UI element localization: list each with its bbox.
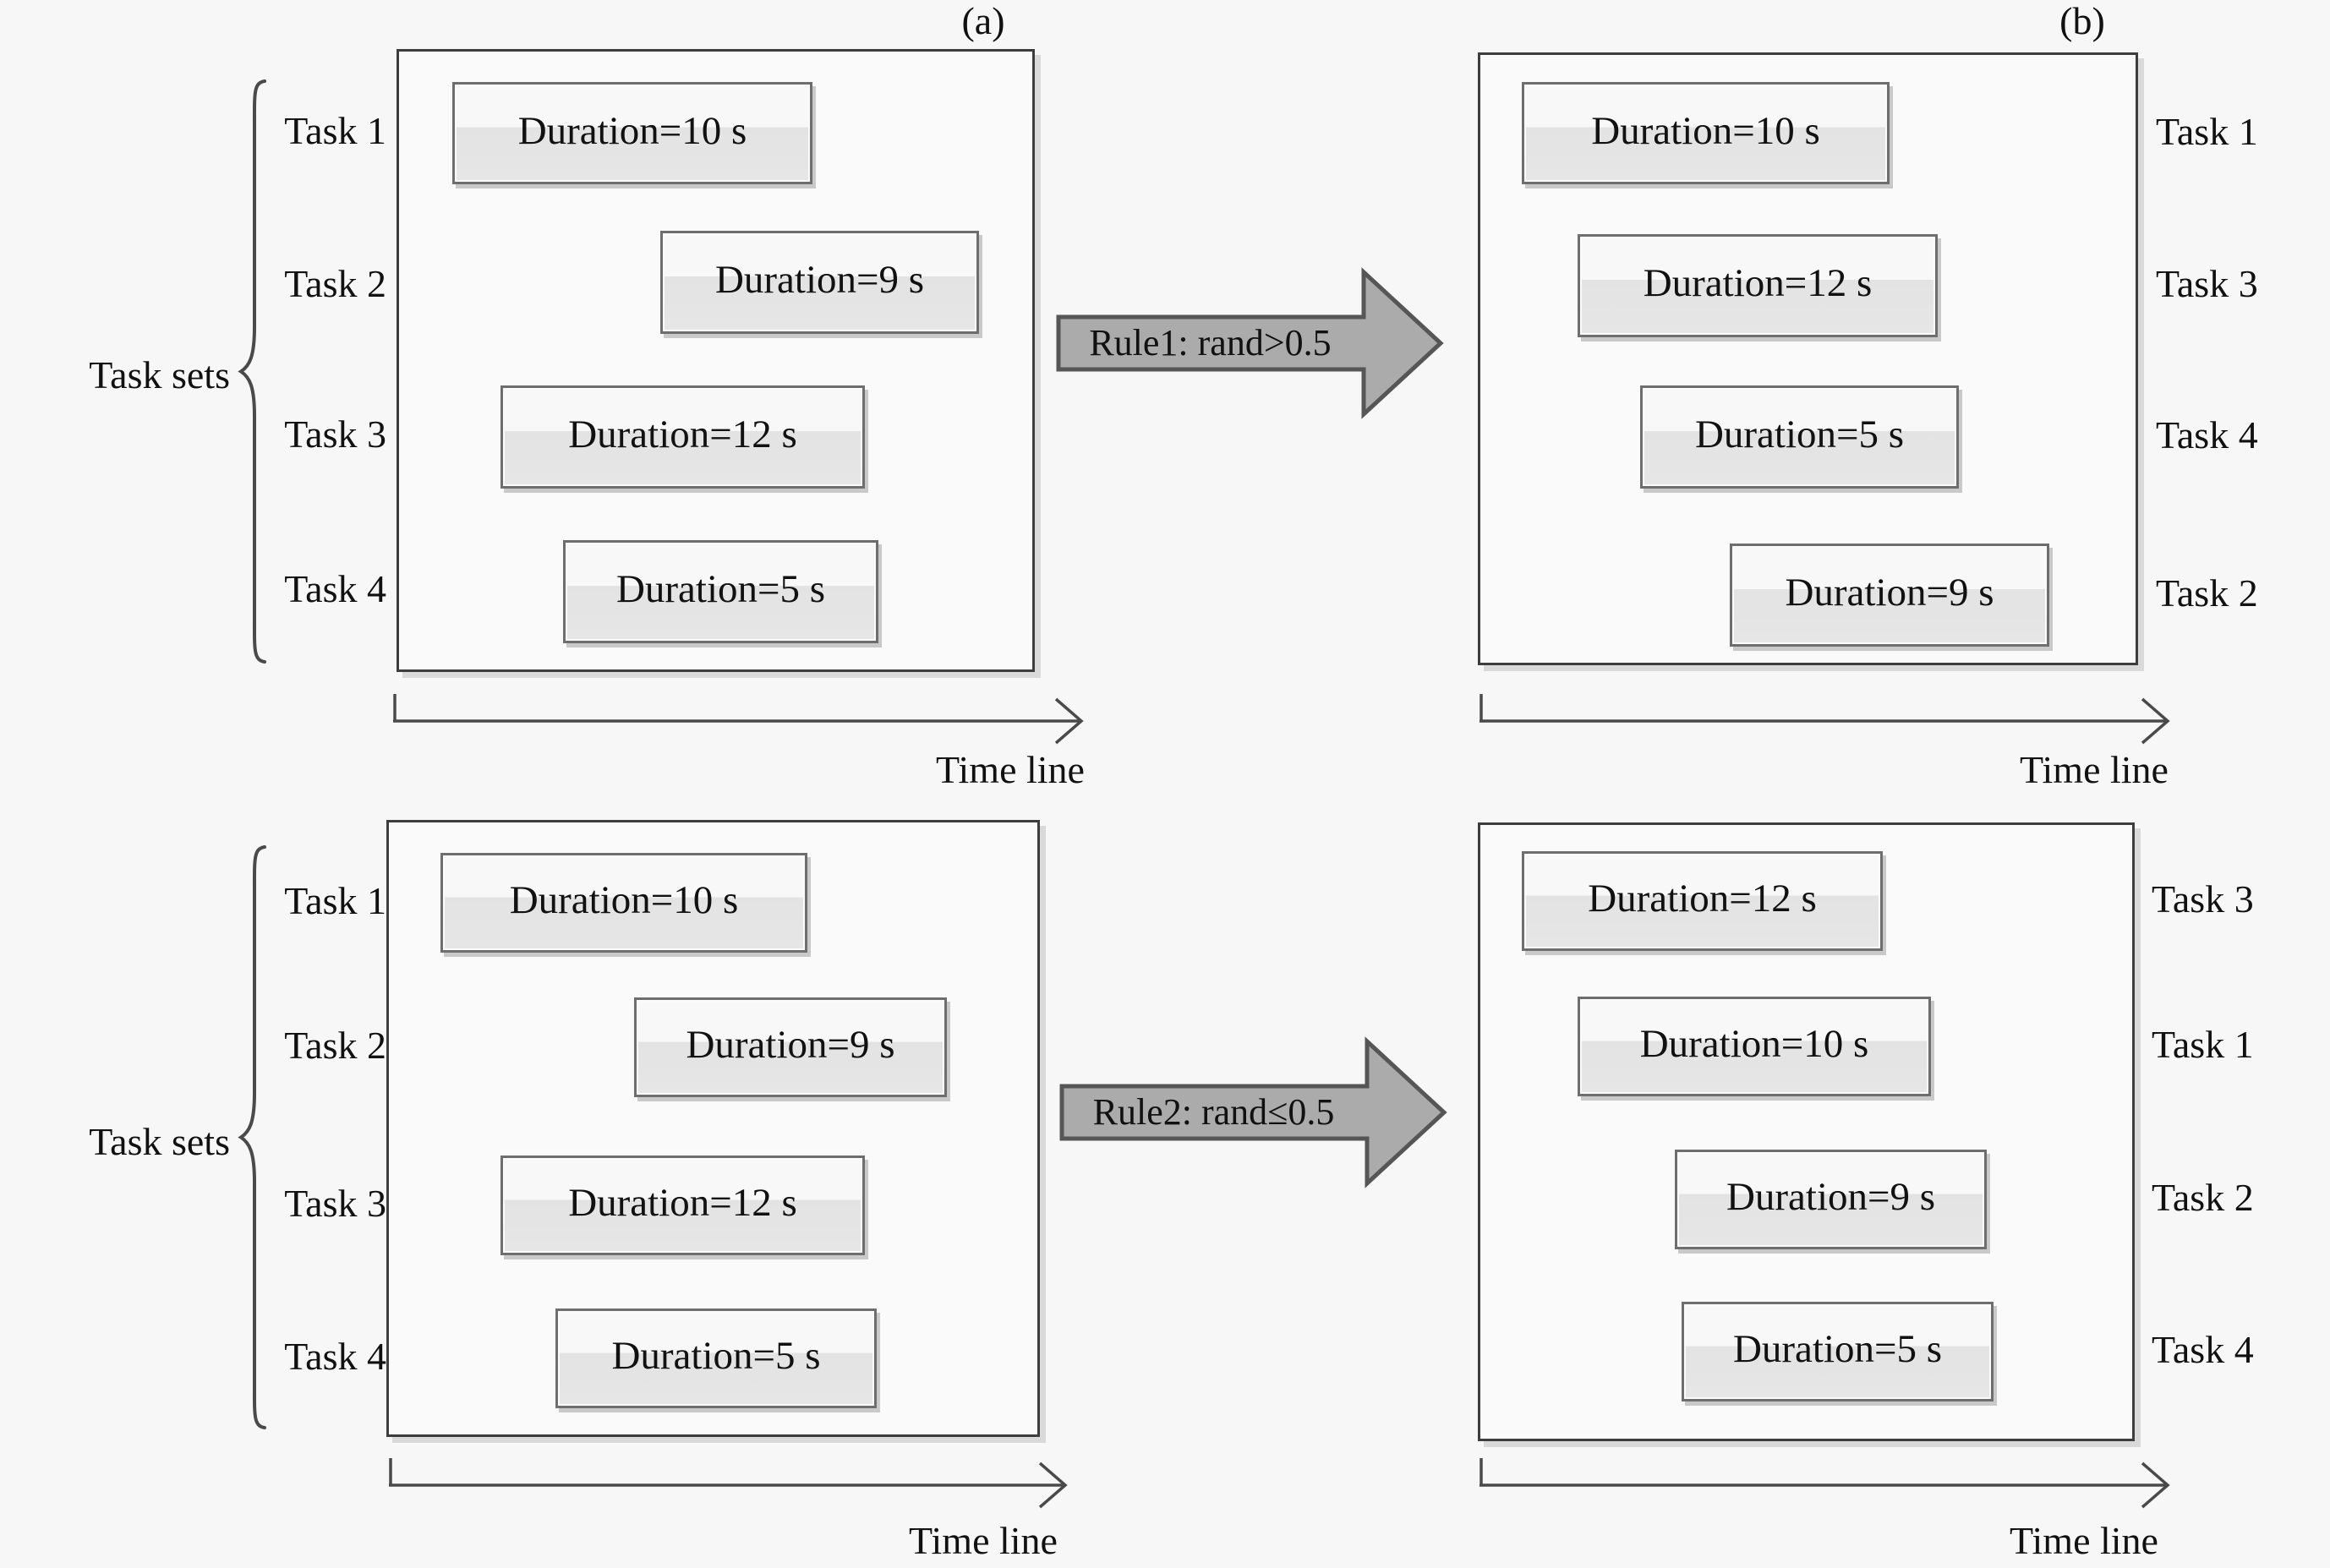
panel-label-a: (a) xyxy=(961,0,1005,42)
panel-label-b: (b) xyxy=(2059,0,2105,42)
duration-box: Duration=12 s xyxy=(1522,851,1883,951)
duration-box: Duration=5 s xyxy=(563,540,878,643)
task-label: Task 2 xyxy=(2156,571,2258,615)
rule1-label: Rule1: rand>0.5 xyxy=(1089,322,1332,363)
task-label: Task 3 xyxy=(284,1182,386,1225)
duration-box: Duration=9 s xyxy=(660,231,979,334)
task-label: Task 2 xyxy=(284,262,386,305)
duration-box: Duration=10 s xyxy=(1522,82,1890,184)
task-sets-label-top: Task sets xyxy=(89,353,230,396)
timeline-label-top-right: Time line xyxy=(2020,748,2169,791)
task-sets-label-bottom: Task sets xyxy=(89,1120,230,1163)
brace-top xyxy=(238,79,266,664)
timeline-label-bottom-right: Time line xyxy=(2010,1519,2158,1562)
timeline-axis-bottom-left xyxy=(389,1458,1068,1509)
duration-box: Duration=5 s xyxy=(1640,385,1959,489)
duration-box: Duration=9 s xyxy=(1675,1150,1987,1249)
task-label: Task 4 xyxy=(284,567,386,610)
task-label: Task 1 xyxy=(284,109,386,152)
duration-box: Duration=5 s xyxy=(555,1308,877,1408)
task-panel-top-right: Duration=10 s Duration=12 s Duration=5 s… xyxy=(1478,52,2138,665)
rule1-arrow xyxy=(1056,267,1444,419)
task-label: Task 4 xyxy=(2156,413,2258,456)
timeline-axis-top-right xyxy=(1479,694,2170,745)
task-label: Task 1 xyxy=(2152,1023,2254,1066)
duration-box: Duration=9 s xyxy=(1730,544,2049,647)
task-label: Task 1 xyxy=(2156,110,2258,153)
task-label: Task 3 xyxy=(284,412,386,456)
duration-box: Duration=10 s xyxy=(1578,997,1931,1096)
timeline-axis-top-left xyxy=(393,694,1084,745)
timeline-axis-bottom-right xyxy=(1479,1458,2170,1509)
timeline-label-top-left: Time line xyxy=(936,748,1085,791)
timeline-label-bottom-left: Time line xyxy=(909,1519,1058,1562)
task-label: Task 3 xyxy=(2156,262,2258,305)
task-panel-bottom-right: Duration=12 s Duration=10 s Duration=9 s… xyxy=(1478,822,2135,1441)
task-label: Task 4 xyxy=(2152,1328,2254,1371)
task-label: Task 4 xyxy=(284,1335,386,1378)
rule2-arrow xyxy=(1059,1036,1447,1188)
task-label: Task 1 xyxy=(284,879,386,922)
task-label: Task 3 xyxy=(2152,877,2254,921)
duration-box: Duration=10 s xyxy=(440,853,807,953)
task-panel-top-left: Duration=10 s Duration=9 s Duration=12 s… xyxy=(397,49,1035,672)
task-label: Task 2 xyxy=(2152,1176,2254,1219)
task-label: Task 2 xyxy=(284,1024,386,1067)
duration-box: Duration=12 s xyxy=(500,1156,865,1255)
duration-box: Duration=10 s xyxy=(452,82,812,184)
rule2-label: Rule2: rand≤0.5 xyxy=(1092,1091,1335,1133)
task-panel-bottom-left: Duration=10 s Duration=9 s Duration=12 s… xyxy=(386,820,1040,1437)
brace-bottom xyxy=(238,845,266,1429)
duration-box: Duration=9 s xyxy=(634,997,947,1097)
duration-box: Duration=12 s xyxy=(500,385,865,489)
duration-box: Duration=5 s xyxy=(1682,1302,1994,1401)
duration-box: Duration=12 s xyxy=(1578,234,1938,337)
